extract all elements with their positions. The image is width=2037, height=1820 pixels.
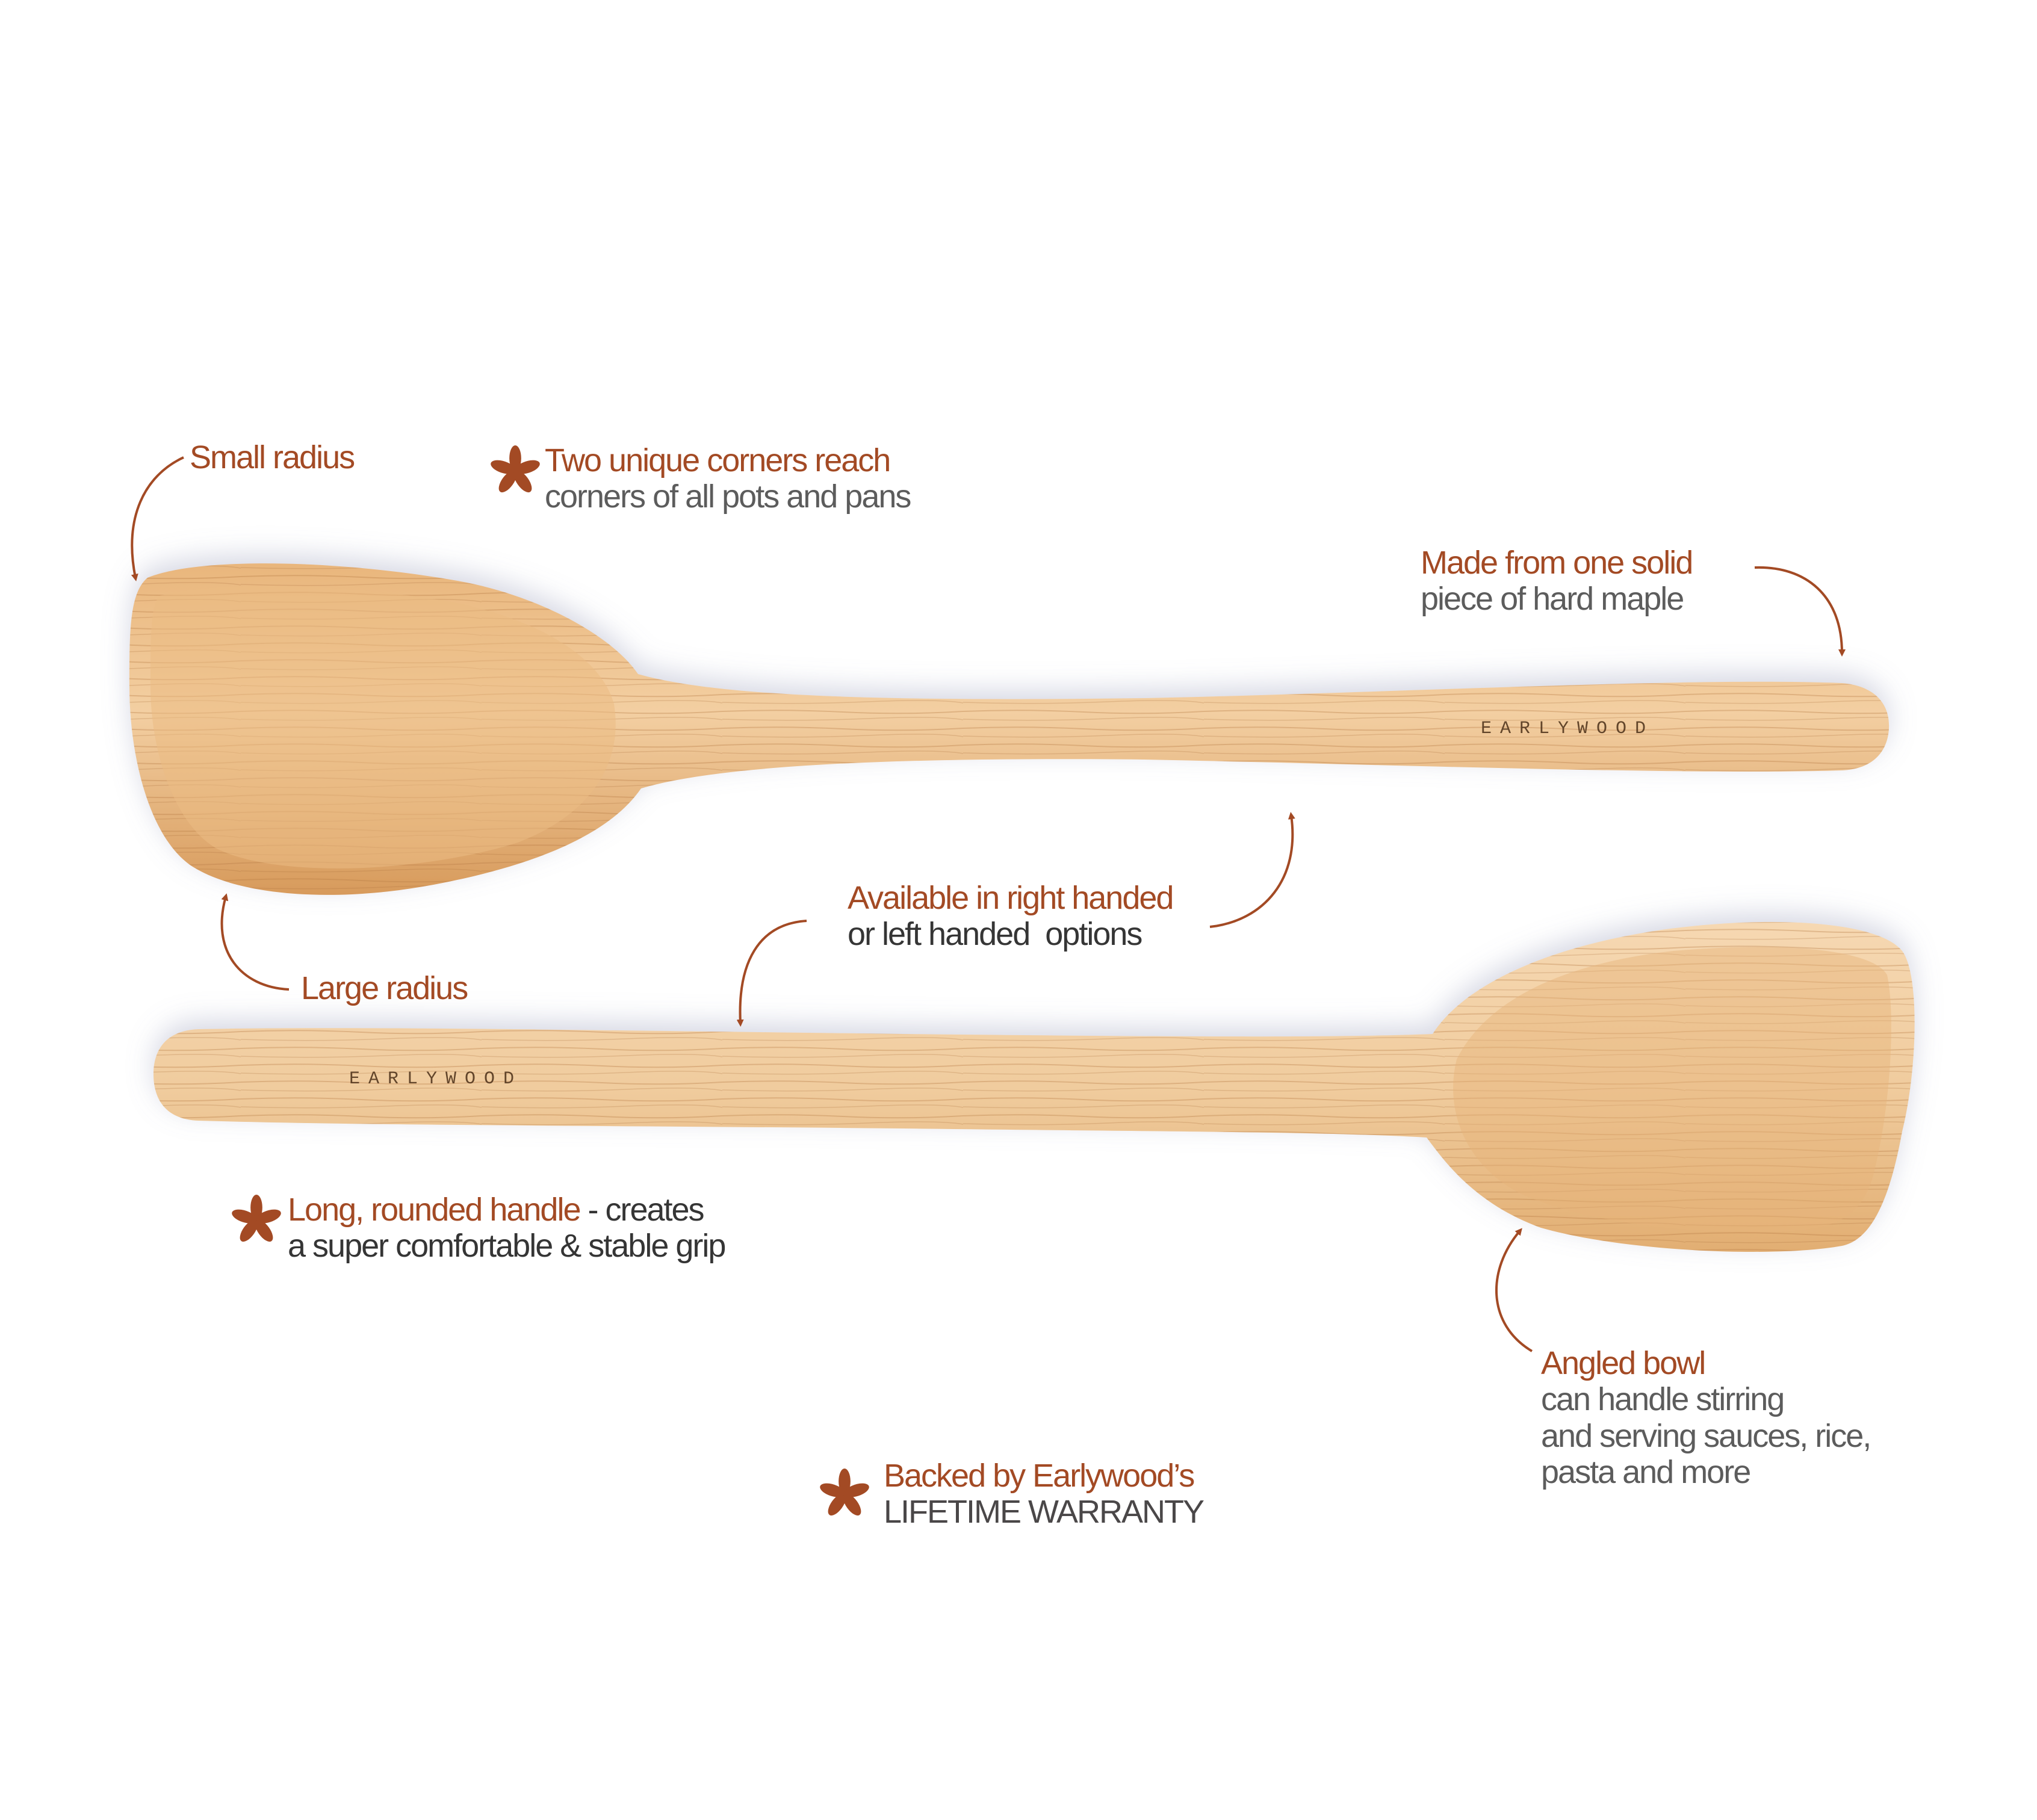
handed-title: Available in right handed xyxy=(848,880,1174,916)
arrow-large-radius xyxy=(220,893,290,991)
angled-bowl-title: Angled bowl xyxy=(1541,1345,1706,1381)
angled-bowl-line-3: pasta and more xyxy=(1541,1454,1751,1491)
asterisk-icon xyxy=(820,1469,869,1516)
arrow-angled-bowl xyxy=(1495,1228,1533,1352)
large-radius-title: Large radius xyxy=(301,970,468,1006)
callout-warranty: Backed by Earlywood’s LIFETIME WARRANTY xyxy=(884,1458,1205,1531)
spoon-top-stamp: EARLYWOOD xyxy=(1481,719,1654,739)
callout-solid-maple: Made from one solid piece of hard maple xyxy=(1421,545,1693,618)
warranty-body: LIFETIME WARRANTY xyxy=(884,1494,1205,1531)
spoon-top: EARLYWOOD xyxy=(129,563,1890,895)
two-corners-body: corners of all pots and pans xyxy=(545,478,911,515)
callout-two-corners: Two unique corners reach corners of all … xyxy=(545,442,911,515)
callout-arrows xyxy=(131,456,1846,1352)
callout-angled-bowl: Angled bowl can handle stirring and serv… xyxy=(1541,1345,1871,1491)
angled-bowl-line-2: and serving sauces, rice, xyxy=(1541,1417,1871,1454)
arrow-handed-down xyxy=(736,920,807,1027)
handle-title: Long, rounded handle xyxy=(288,1192,581,1228)
callout-rounded-handle: Long, rounded handle - creates a super c… xyxy=(288,1192,726,1264)
handle-body: a super comfortable & stable grip xyxy=(288,1228,726,1264)
callout-handed-options: Available in right handed or left handed… xyxy=(848,880,1174,953)
handle-suffix: - creates xyxy=(580,1192,704,1228)
arrow-handed-up xyxy=(1209,812,1295,928)
asterisk-icon xyxy=(232,1195,281,1242)
two-corners-title: Two unique corners reach xyxy=(545,442,891,478)
angled-bowl-line-1: can handle stirring xyxy=(1541,1381,1785,1418)
spoon-bottom: EARLYWOOD xyxy=(153,921,1915,1252)
solid-maple-title: Made from one solid xyxy=(1421,545,1693,581)
handed-body: or left handed options xyxy=(848,916,1143,953)
small-radius-title: Small radius xyxy=(190,439,355,475)
asterisk-icon xyxy=(491,445,540,493)
solid-maple-body: piece of hard maple xyxy=(1421,581,1684,618)
arrow-solid-maple xyxy=(1754,566,1846,657)
warranty-title: Backed by Earlywood’s xyxy=(884,1458,1195,1494)
spoon-bottom-stamp: EARLYWOOD xyxy=(349,1069,522,1089)
arrow-small-radius xyxy=(131,456,184,581)
callout-large-radius: Large radius xyxy=(301,970,468,1006)
callout-small-radius: Small radius xyxy=(190,439,355,475)
